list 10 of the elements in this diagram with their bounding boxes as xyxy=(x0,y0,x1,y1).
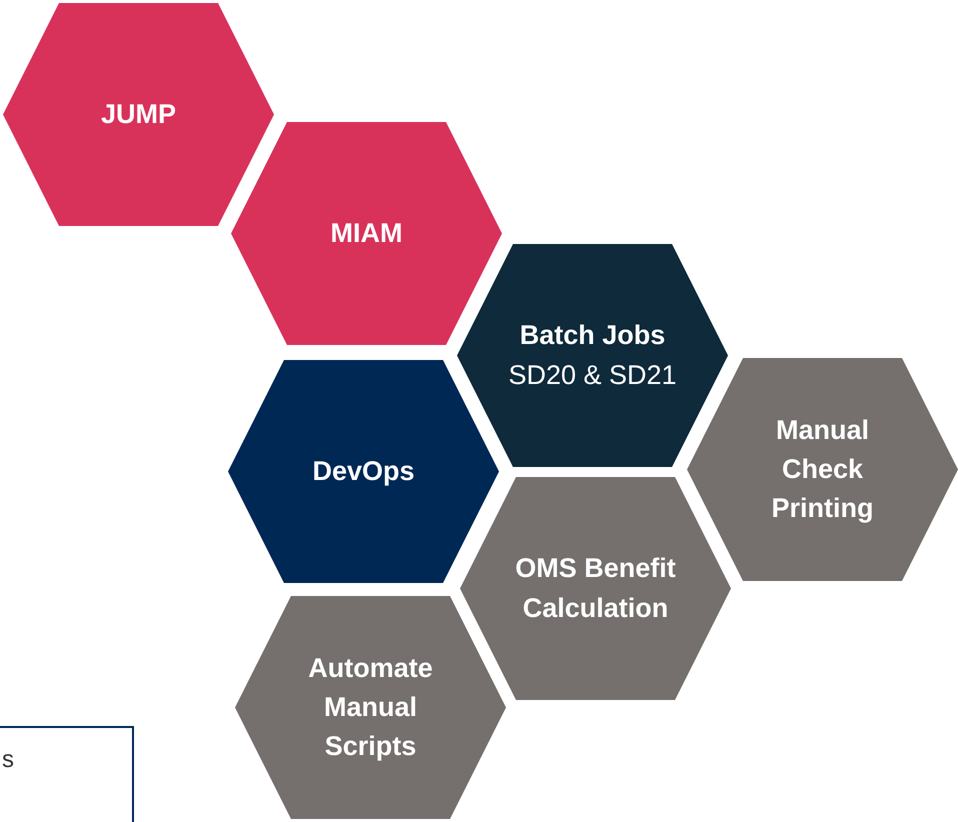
hexagon-title: Batch Jobs xyxy=(518,319,666,352)
hexagon-title: Manual Check Printing xyxy=(770,414,874,526)
note-box xyxy=(0,726,134,822)
hexagon-title: MIAM xyxy=(330,216,404,250)
hexagon-title: JUMP xyxy=(100,98,177,131)
hexagon-title: Automate Manual Scripts xyxy=(307,652,434,764)
note-text: s xyxy=(2,746,14,774)
hexagon-title: DevOps xyxy=(311,454,416,488)
hexagon-title: OMS Benefit Calculation xyxy=(514,552,677,624)
hexagon-subtitle: SD20 & SD21 xyxy=(507,358,678,392)
